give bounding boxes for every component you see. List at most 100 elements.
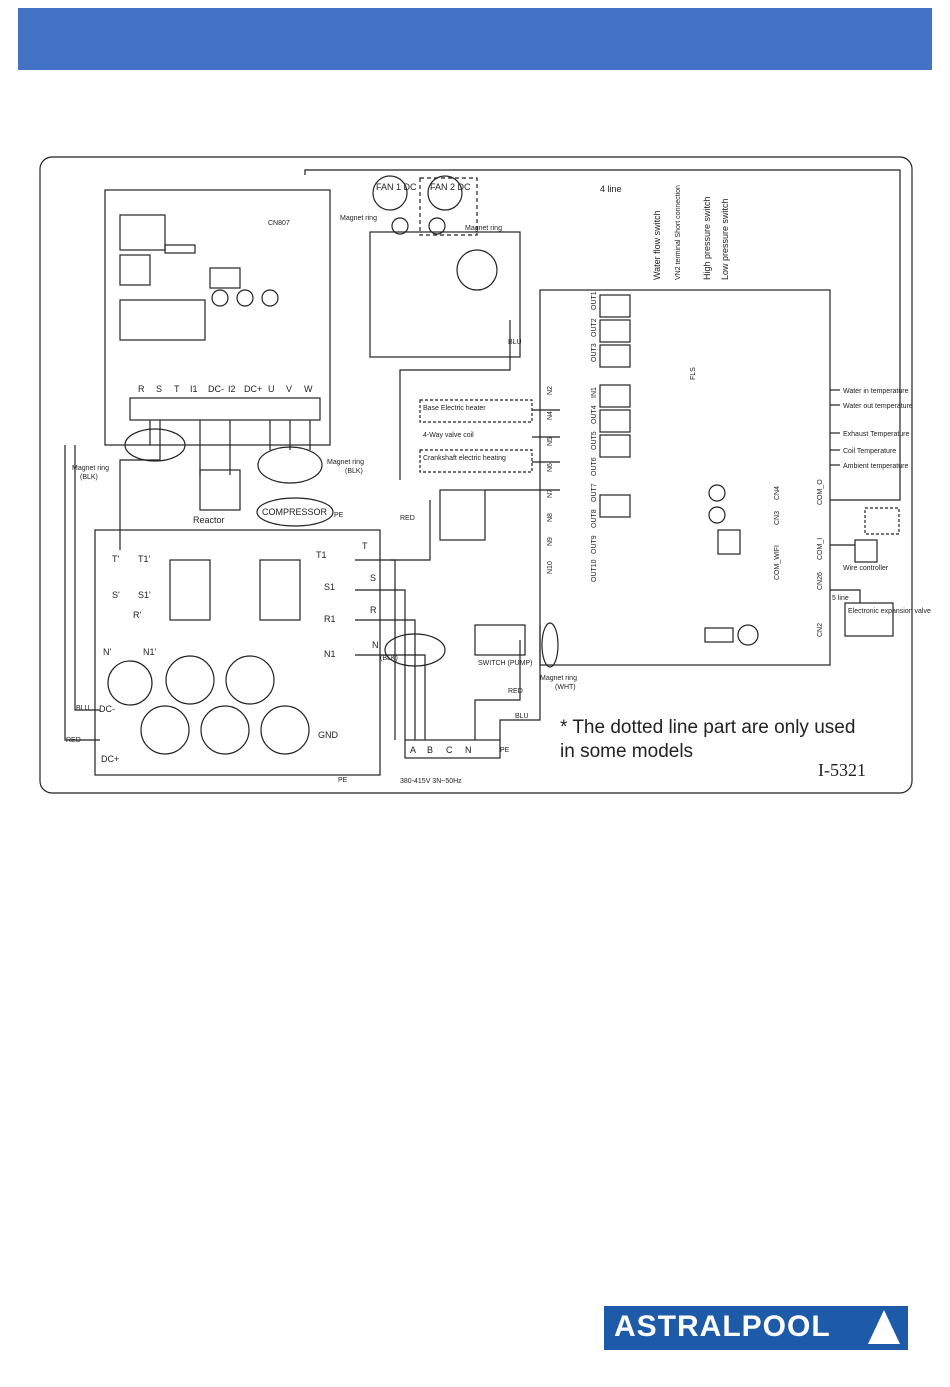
cn4: CN4: [774, 486, 781, 500]
terminal-t: T: [174, 384, 180, 394]
cn26: CN26: [817, 572, 824, 590]
load-4way-valve: 4-Way valve coil: [423, 432, 474, 439]
magnet-ring-compressor: Magnet ring: [327, 459, 364, 466]
driver-board: [94, 529, 381, 776]
n10: N10: [547, 561, 554, 574]
fan2-icon: [427, 175, 463, 211]
supply-n: N: [465, 745, 472, 755]
fan-board: [369, 231, 521, 358]
out7: OUT7: [591, 483, 598, 502]
n6: N6: [547, 463, 554, 472]
out2: OUT2: [591, 318, 598, 337]
fan1-label: FAN 1 DC: [376, 182, 417, 192]
switch-high-pressure: High pressure switch: [702, 196, 712, 280]
drv-t1-prime: T1': [138, 554, 151, 564]
switch-low-pressure: Low pressure switch: [720, 198, 730, 280]
fan1-icon: [372, 175, 408, 211]
terminal-v: V: [286, 384, 292, 394]
wire-red-2: RED: [508, 688, 523, 695]
out6: OUT6: [591, 457, 598, 476]
n9: N9: [547, 537, 554, 546]
terminal-r: R: [138, 384, 145, 394]
four-line-label: 4 line: [600, 184, 622, 194]
wire-blu: BLU: [508, 339, 522, 346]
magnet-ring-fan1: Magnet ring: [340, 215, 377, 222]
drv-s1-prime: S1': [138, 590, 151, 600]
drv-t1: T1: [316, 550, 327, 560]
drv-r-prime: R': [133, 610, 141, 620]
n5: N5: [547, 437, 554, 446]
drv-r: R: [370, 605, 377, 615]
reactor-label: Reactor: [193, 515, 225, 525]
diagram-frame: [39, 156, 913, 794]
eev-label: Electronic expansion valve: [848, 608, 931, 615]
pe-gnd: PE: [338, 777, 348, 784]
out4: OUT4: [591, 405, 598, 424]
inverter-board: [104, 189, 331, 446]
wire-controller-label: Wire controller: [843, 565, 889, 572]
magnet-ring-left: Magnet ring: [72, 465, 109, 472]
terminal-i1: I1: [190, 384, 198, 394]
terminal-s: S: [156, 384, 162, 394]
terminal-labels: R S T I1 DC- I2 DC+ U V W: [138, 384, 313, 394]
pe-supply: PE: [500, 747, 510, 754]
drv-s: S: [370, 573, 376, 583]
magnet-ring-left-color: (BLK): [80, 474, 98, 481]
dc-blu: BLU: [76, 705, 90, 712]
drv-t-prime: T': [112, 554, 119, 564]
supply-c: C: [446, 745, 453, 755]
n4: N4: [547, 411, 554, 420]
wire-blu-2: BLU: [515, 713, 529, 720]
magnet-ring-right: Magnet ring: [540, 675, 577, 682]
supply-label: 380-415V 3N~50Hz: [400, 778, 462, 785]
logo-mark-icon: [868, 1310, 900, 1344]
load-crankshaft-heater: Crankshaft electric heating: [423, 455, 506, 462]
header-bar: [18, 8, 932, 70]
out10: OUT10: [591, 559, 598, 582]
drv-s1: S1: [324, 582, 335, 592]
cn807-label: CN807: [268, 220, 290, 227]
dc-minus: DC-: [99, 704, 115, 714]
sensor-coil: Coil Temperature: [843, 448, 896, 455]
drv-n-prime: N': [103, 647, 111, 657]
drv-s-prime: S': [112, 590, 120, 600]
drv-n1-prime: N1': [143, 647, 157, 657]
wire-red: RED: [400, 515, 415, 522]
supply-b: B: [427, 745, 433, 755]
n8: N8: [547, 513, 554, 522]
com-i: COM_I: [817, 538, 824, 560]
out5: OUT5: [591, 431, 598, 450]
compressor-icon: [256, 497, 334, 527]
out8: OUT8: [591, 509, 598, 528]
terminal-dc-minus: DC-: [208, 384, 224, 394]
logo-text: ASTRALPOOL: [614, 1310, 831, 1343]
out9: OUT9: [591, 535, 598, 554]
sensor-ambient: Ambient temperature: [843, 463, 908, 470]
magnet-ring-compressor-color: (BLK): [345, 468, 363, 475]
in1: IN1: [591, 387, 598, 398]
fls-label: FLS: [690, 367, 697, 380]
out3: OUT3: [591, 343, 598, 362]
magnet-ring-right-color: (WHT): [555, 684, 576, 691]
terminal-i2: I2: [228, 384, 236, 394]
drv-r1: R1: [324, 614, 336, 624]
magnet-ring-fan2: Magnet ring: [465, 225, 502, 232]
drv-t: T: [362, 541, 368, 551]
reactor-icon: [199, 469, 241, 511]
supply-a: A: [410, 745, 416, 755]
cn3: CN3: [774, 511, 781, 525]
drv-n: N: [372, 640, 379, 650]
diagram-id: I-5321: [818, 760, 866, 780]
main-controller-board: [539, 289, 831, 666]
terminal-u: U: [268, 384, 275, 394]
com-wifi: COM_WIFI: [774, 545, 781, 580]
compressor-label: COMPRESSOR: [262, 507, 328, 517]
switch-water-flow: Water flow switch: [652, 210, 662, 280]
sensor-water-out: Water out temperature: [843, 403, 913, 410]
pe-compressor: PE: [334, 512, 344, 519]
n7: N7: [547, 489, 554, 498]
n2: N2: [547, 386, 554, 395]
out1: OUT1: [591, 291, 598, 310]
cn2: CN2: [817, 623, 824, 637]
